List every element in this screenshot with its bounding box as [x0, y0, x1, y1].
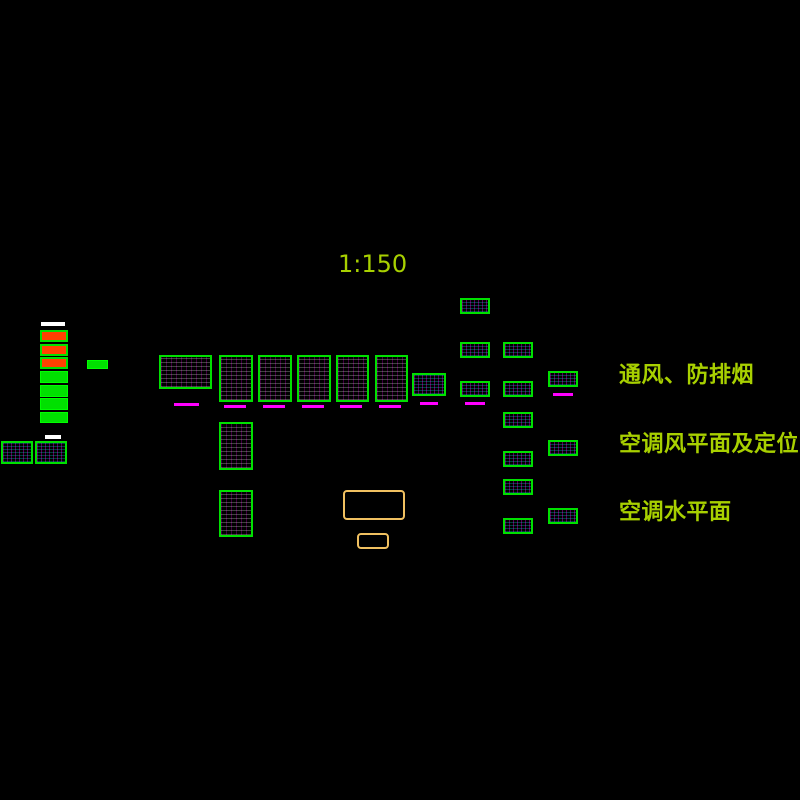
section-label-ac-air: 空调风平面及定位	[619, 432, 800, 457]
drawing-sheet[interactable]	[503, 451, 533, 467]
drawing-sheet[interactable]	[460, 298, 490, 314]
legend-sheet[interactable]	[40, 412, 68, 423]
sheet-caption	[465, 402, 485, 405]
drawing-sheet[interactable]	[35, 441, 67, 464]
drawing-sheet[interactable]	[460, 342, 490, 358]
drawing-sheet[interactable]	[503, 381, 533, 397]
drawing-sheet[interactable]	[219, 355, 253, 402]
sheet-caption	[263, 405, 285, 408]
title-block	[343, 490, 405, 520]
drawing-sheet[interactable]	[159, 355, 212, 389]
section-label-ventilation: 通风、防排烟	[619, 363, 755, 388]
sheet-caption	[224, 405, 246, 408]
legend-header	[41, 322, 65, 326]
sheet-caption	[174, 403, 199, 406]
sheet-caption	[379, 405, 401, 408]
legend-sheet[interactable]	[40, 330, 68, 342]
drawing-sheet[interactable]	[548, 371, 578, 387]
section-label-ac-water: 空调水平面	[619, 500, 732, 525]
drawing-sheet[interactable]	[548, 508, 578, 524]
drawing-sheet[interactable]	[503, 518, 533, 534]
drawing-sheet[interactable]	[548, 440, 578, 456]
drawing-sheet[interactable]	[297, 355, 331, 402]
legend-sheet[interactable]	[40, 344, 68, 356]
drawing-sheet[interactable]	[375, 355, 408, 402]
drawing-sheet[interactable]	[503, 412, 533, 428]
drawing-sheet[interactable]	[503, 479, 533, 495]
drawing-sheet[interactable]	[219, 490, 253, 537]
sheet-caption	[340, 405, 362, 408]
drawing-sheet[interactable]	[460, 381, 490, 397]
legend-sheet[interactable]	[40, 357, 68, 369]
legend-sheet[interactable]	[40, 385, 68, 397]
legend-sheet[interactable]	[40, 371, 68, 383]
drawing-sheet[interactable]	[258, 355, 292, 402]
sheet-caption	[420, 402, 438, 405]
title-block-small	[357, 533, 389, 549]
drawing-sheet[interactable]	[219, 422, 253, 470]
drawing-sheet[interactable]	[412, 373, 446, 396]
legend-block	[87, 360, 108, 369]
drawing-sheet[interactable]	[1, 441, 33, 464]
drawing-sheet[interactable]	[503, 342, 533, 358]
scale-label: 1:150	[338, 250, 408, 278]
sheet-caption	[553, 393, 573, 396]
sheet-caption	[302, 405, 324, 408]
legend-sheet[interactable]	[40, 398, 68, 410]
drawing-sheet[interactable]	[336, 355, 369, 402]
detail-header	[45, 435, 61, 439]
